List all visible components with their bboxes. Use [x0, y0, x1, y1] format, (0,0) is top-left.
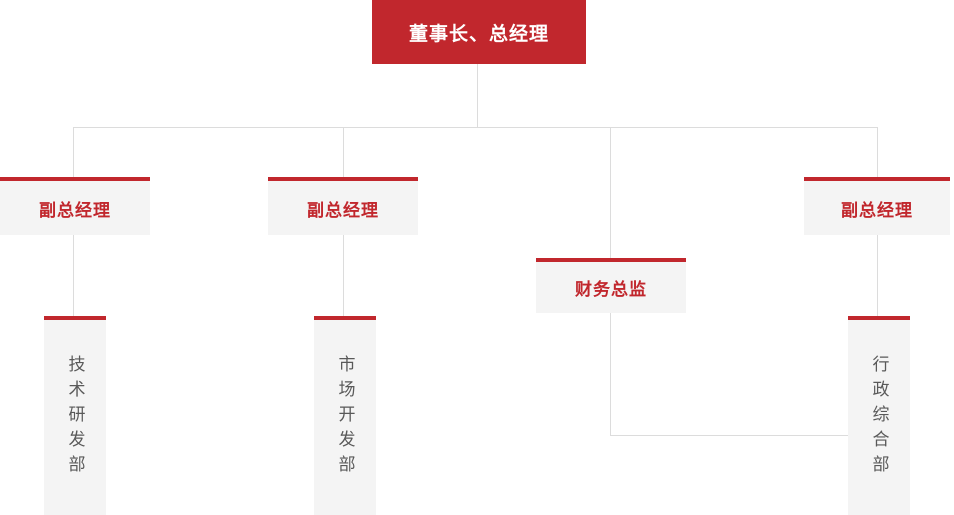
node-label: 财务总监: [575, 280, 647, 299]
node-dept-tech-rd: 技术研发部: [44, 316, 106, 515]
node-label: 副总经理: [39, 200, 111, 220]
connector-main-horizontal: [73, 127, 878, 128]
connector-drop-deputy-mid: [343, 127, 344, 177]
connector-cfo-down: [610, 313, 611, 436]
connector-drop-deputy-left: [73, 127, 74, 177]
node-label: 副总经理: [841, 200, 913, 220]
connector-deputy-mid-to-dept: [343, 235, 344, 316]
connector-root-down: [477, 64, 478, 127]
node-dept-admin-general: 行政综合部: [848, 316, 910, 515]
node-dept-market-dev: 市场开发部: [314, 316, 376, 515]
connector-drop-deputy-right: [877, 127, 878, 177]
connector-drop-cfo: [610, 127, 611, 258]
connector-deputy-right-to-dept: [877, 235, 878, 316]
node-deputy-gm-left: 副总经理: [0, 177, 150, 235]
node-label: 技术研发部: [65, 355, 85, 480]
node-deputy-gm-mid: 副总经理: [268, 177, 418, 235]
node-label: 副总经理: [307, 200, 379, 220]
node-label: 行政综合部: [869, 355, 889, 480]
node-label: 董事长、总经理: [408, 23, 549, 45]
node-chairman-general-manager: 董事长、总经理: [372, 0, 586, 64]
node-deputy-gm-right: 副总经理: [804, 177, 950, 235]
connector-cfo-to-admin: [610, 435, 848, 436]
node-label: 市场开发部: [335, 355, 355, 480]
node-cfo: 财务总监: [536, 258, 686, 313]
connector-deputy-left-to-dept: [73, 235, 74, 316]
